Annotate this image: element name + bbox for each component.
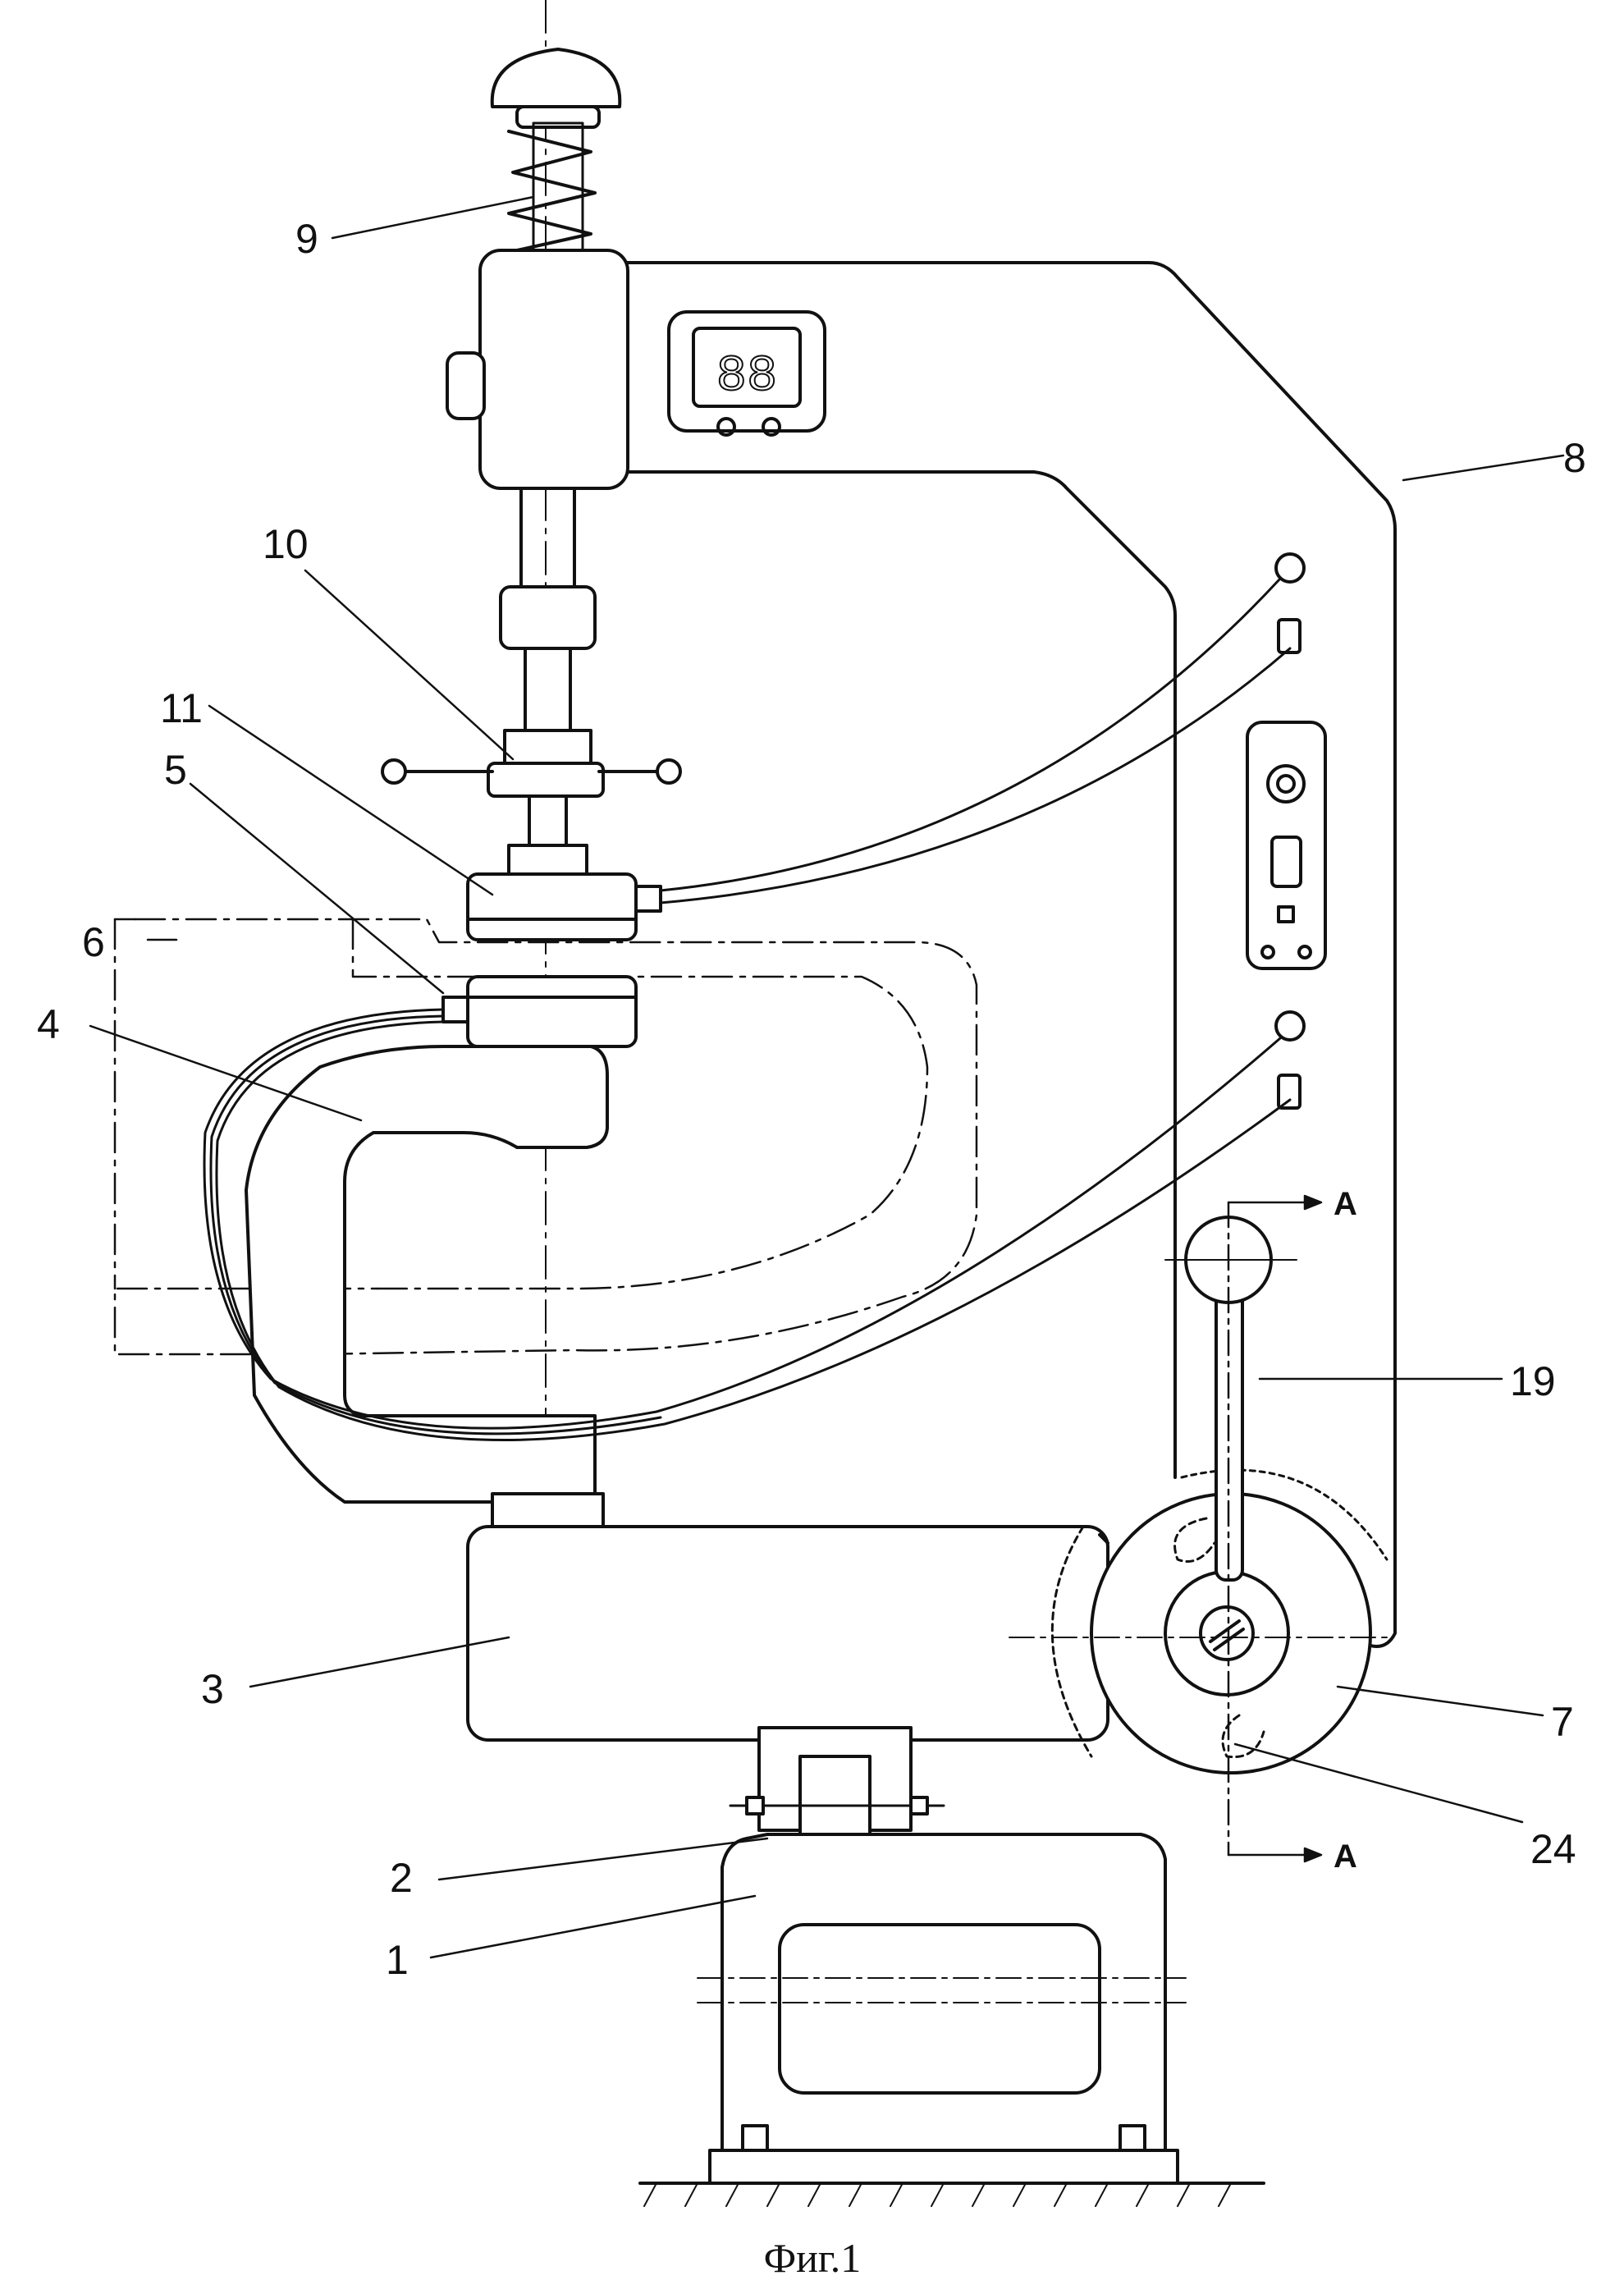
label-24: 24: [1530, 1826, 1576, 1872]
figure-caption: Фиг.1: [764, 2235, 862, 2281]
label-4: 4: [37, 1001, 60, 1047]
label-3: 3: [201, 1666, 224, 1712]
label-7: 7: [1551, 1699, 1574, 1745]
label-11: 11: [160, 685, 203, 731]
lower-beam: [466, 1525, 1109, 1742]
section-mark-top: A: [1334, 1186, 1357, 1222]
anvil-c-body: [245, 1045, 609, 1528]
upper-sensor-head: [466, 844, 662, 941]
label-5: 5: [164, 747, 187, 793]
spindle-assembly: [381, 487, 682, 847]
base-housing: [638, 1833, 1265, 2207]
section-mark-bottom: A: [1334, 1838, 1357, 1875]
leader-lines: [89, 195, 1565, 1959]
side-control-panel: [1246, 721, 1327, 970]
label-19: 19: [1510, 1358, 1556, 1404]
reference-labels: 9 10 11 5 6 4 8 19 3 7 24 2 1: [37, 216, 1586, 1983]
frame-connectors: [1274, 552, 1306, 1110]
label-9: 9: [295, 216, 318, 262]
digital-display: 88: [667, 310, 826, 437]
label-2: 2: [390, 1855, 413, 1901]
workpiece-outline: [113, 918, 978, 1356]
hinge-support: [729, 1726, 945, 1836]
sensor-cables: [203, 577, 1292, 1442]
top-screw-spring: [490, 48, 622, 256]
display-reading: 88: [716, 347, 777, 405]
eccentric-disc-assembly: [1009, 1216, 1388, 1774]
label-8: 8: [1563, 435, 1586, 481]
label-6: 6: [82, 919, 105, 965]
section-line: [1227, 1194, 1323, 1863]
upper-frame: [446, 249, 1397, 1648]
label-10: 10: [263, 521, 309, 567]
lower-sensor-head: [441, 975, 638, 1048]
label-1: 1: [386, 1937, 409, 1983]
